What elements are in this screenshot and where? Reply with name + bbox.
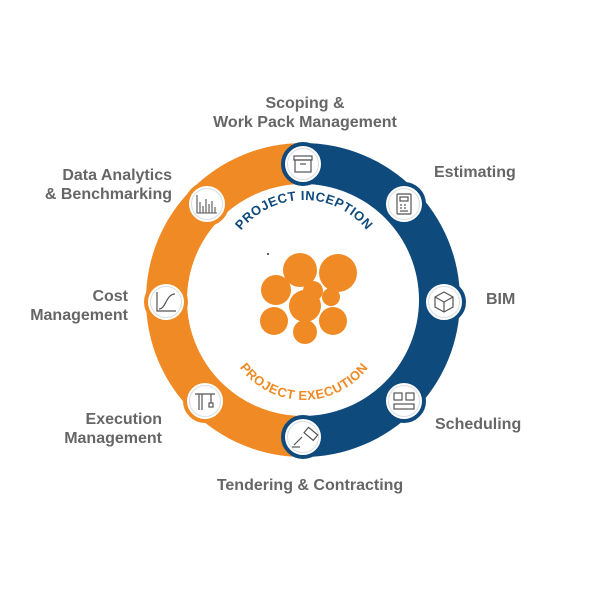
schedule-blocks-icon[interactable] — [382, 379, 426, 423]
calculator-icon[interactable] — [382, 182, 426, 226]
center-circles-logo — [260, 253, 357, 344]
inception-ring-segment — [303, 143, 460, 457]
label-bim: BIM — [486, 291, 516, 308]
logo-circle — [283, 253, 317, 287]
label-scheduling: Scheduling — [435, 416, 522, 433]
cube-icon[interactable] — [422, 280, 466, 324]
logo-circle — [260, 307, 288, 335]
logo-circle — [289, 290, 321, 322]
label-execution: Execution Management — [64, 411, 162, 447]
s-curve-chart-icon[interactable] — [144, 280, 188, 324]
label-scoping: Scoping & Work Pack Management — [213, 95, 397, 131]
gavel-icon[interactable] — [281, 415, 325, 459]
crane-icon[interactable] — [183, 379, 227, 423]
logo-circle — [319, 307, 347, 335]
logo-circle — [293, 320, 317, 344]
logo-circle — [261, 275, 291, 305]
logo-circle — [322, 288, 340, 306]
bar-chart-icon[interactable] — [185, 182, 229, 226]
execution-ring-segment — [146, 143, 303, 457]
label-analytics: Data Analytics & Benchmarking — [44, 167, 172, 203]
label-tendering: Tendering & Contracting — [216, 477, 404, 494]
project-execution-label: PROJECT EXECUTION — [237, 360, 371, 403]
archive-box-icon[interactable] — [281, 142, 325, 186]
label-cost: Cost Management — [30, 288, 128, 324]
logo-circle — [319, 254, 357, 292]
label-estimating: Estimating — [434, 164, 516, 181]
logo-dot — [267, 253, 269, 255]
